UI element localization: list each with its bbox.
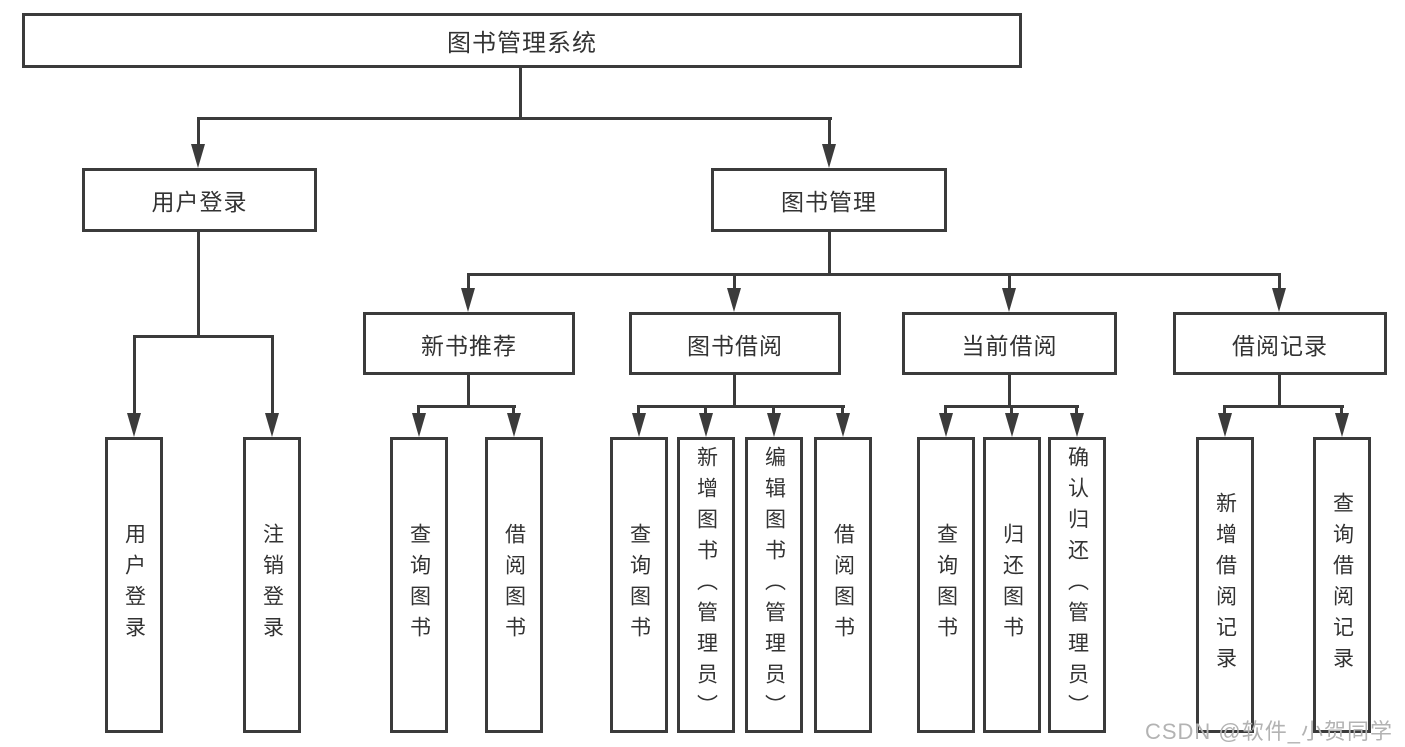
connector-new-book-split xyxy=(417,405,516,408)
node-root: 图书管理系统 xyxy=(22,13,1022,68)
connector-book-management-stem xyxy=(828,232,831,273)
connector-bm-drop-4 xyxy=(1278,273,1281,290)
leaf-query-borrow-record-label: 查询借阅记录 xyxy=(1330,492,1354,678)
connector-cb-drop-3 xyxy=(1075,405,1078,418)
connector-br-drop-1 xyxy=(1223,405,1226,418)
leaf-logout: 注销登录 xyxy=(243,437,301,733)
connector-user-login-drop-2 xyxy=(271,335,274,417)
connector-bm-drop-1 xyxy=(467,273,470,290)
leaf-add-borrow-record: 新增借阅记录 xyxy=(1196,437,1254,733)
connector-user-login-stem xyxy=(197,232,200,336)
leaf-confirm-return-admin: 确认归还（管理员） xyxy=(1048,437,1106,733)
connector-bm-drop-2 xyxy=(733,273,736,290)
node-current-borrowing: 当前借阅 xyxy=(902,312,1117,375)
connector-book-borrowing-stem xyxy=(733,375,736,405)
leaf-edit-books-admin: 编辑图书（管理员） xyxy=(745,437,803,733)
connector-root-drop-left xyxy=(197,117,200,147)
arrowhead-borrowing-records xyxy=(1272,288,1286,312)
connector-bm-drop-3 xyxy=(1008,273,1011,290)
leaf-newbook-query-books: 查询图书 xyxy=(390,437,448,733)
leaf-user-login: 用户登录 xyxy=(105,437,163,733)
connector-cb-drop-2 xyxy=(1010,405,1013,418)
leaf-current-query-books: 查询图书 xyxy=(917,437,975,733)
arrowhead-nb-borrow xyxy=(507,413,521,437)
leaf-confirm-return-admin-label: 确认归还（管理员） xyxy=(1065,445,1089,725)
node-borrowing-records-label: 借阅记录 xyxy=(1232,332,1328,359)
leaf-add-books-admin: 新增图书（管理员） xyxy=(677,437,735,733)
node-user-login: 用户登录 xyxy=(82,168,317,232)
leaf-newbook-query-books-label: 查询图书 xyxy=(407,523,431,647)
connector-new-book-stem xyxy=(467,375,470,405)
leaf-user-login-label: 用户登录 xyxy=(122,523,146,647)
connector-bb-drop-1 xyxy=(637,405,640,418)
leaf-current-query-books-label: 查询图书 xyxy=(934,523,958,647)
connector-bb-drop-3 xyxy=(772,405,775,418)
arrowhead-br-add xyxy=(1218,413,1232,437)
node-new-book-label: 新书推荐 xyxy=(421,332,517,359)
connector-root-drop-right xyxy=(828,117,831,147)
connector-book-borrowing-split xyxy=(637,405,845,408)
node-new-book-recommendation: 新书推荐 xyxy=(363,312,575,375)
arrowhead-cb-confirm xyxy=(1070,413,1084,437)
arrowhead-leaf-user-login xyxy=(127,413,141,437)
leaf-query-borrow-record: 查询借阅记录 xyxy=(1313,437,1371,733)
arrowhead-bb-borrow xyxy=(836,413,850,437)
node-current-borrowing-label: 当前借阅 xyxy=(961,332,1058,359)
connector-nb-drop-2 xyxy=(512,405,515,418)
leaf-newbook-borrow-books-label: 借阅图书 xyxy=(502,523,526,647)
leaf-edit-books-admin-label: 编辑图书（管理员） xyxy=(762,445,786,725)
arrowhead-bb-edit xyxy=(767,413,781,437)
arrowhead-book-management xyxy=(822,144,836,168)
leaf-newbook-borrow-books: 借阅图书 xyxy=(485,437,543,733)
leaf-borrowing-query-books: 查询图书 xyxy=(610,437,668,733)
connector-bb-drop-4 xyxy=(841,405,844,418)
leaf-borrowing-borrow-books-label: 借阅图书 xyxy=(831,523,855,647)
leaf-add-books-admin-label: 新增图书（管理员） xyxy=(694,445,718,725)
arrowhead-leaf-logout xyxy=(265,413,279,437)
node-book-management-label: 图书管理 xyxy=(781,189,877,215)
connector-user-login-drop-1 xyxy=(133,335,136,417)
connector-br-drop-2 xyxy=(1340,405,1343,418)
node-book-borrowing: 图书借阅 xyxy=(629,312,841,375)
node-root-label: 图书管理系统 xyxy=(447,30,597,57)
connector-root-stem xyxy=(519,68,522,117)
arrowhead-user-login xyxy=(191,144,205,168)
arrowhead-nb-query xyxy=(412,413,426,437)
arrowhead-cb-return xyxy=(1005,413,1019,437)
connector-cb-drop-1 xyxy=(944,405,947,418)
node-book-borrowing-label: 图书借阅 xyxy=(687,332,783,359)
arrowhead-br-query xyxy=(1335,413,1349,437)
arrowhead-cb-query xyxy=(939,413,953,437)
connector-bb-drop-2 xyxy=(704,405,707,418)
arrowhead-current-borrowing xyxy=(1002,288,1016,312)
node-user-login-label: 用户登录 xyxy=(151,189,248,215)
leaf-return-books: 归还图书 xyxy=(983,437,1041,733)
leaf-logout-label: 注销登录 xyxy=(260,523,284,647)
leaf-borrowing-query-books-label: 查询图书 xyxy=(627,523,651,647)
arrowhead-book-borrowing xyxy=(727,288,741,312)
connector-nb-drop-1 xyxy=(417,405,420,418)
connector-current-borrowing-stem xyxy=(1008,375,1011,405)
leaf-borrowing-borrow-books: 借阅图书 xyxy=(814,437,872,733)
leaf-add-borrow-record-label: 新增借阅记录 xyxy=(1213,492,1237,678)
arrowhead-new-book xyxy=(461,288,475,312)
csdn-watermark: CSDN @软件_小贺同学 xyxy=(1144,719,1393,744)
connector-book-management-split xyxy=(467,273,1281,276)
connector-borrowing-records-split xyxy=(1223,405,1344,408)
arrowhead-bb-add xyxy=(699,413,713,437)
leaf-return-books-label: 归还图书 xyxy=(1000,523,1024,647)
node-borrowing-records: 借阅记录 xyxy=(1173,312,1387,375)
connector-borrowing-records-stem xyxy=(1278,375,1281,405)
node-book-management: 图书管理 xyxy=(711,168,947,232)
arrowhead-bb-query xyxy=(632,413,646,437)
connector-root-split xyxy=(197,117,832,120)
connector-user-login-split xyxy=(133,335,274,338)
